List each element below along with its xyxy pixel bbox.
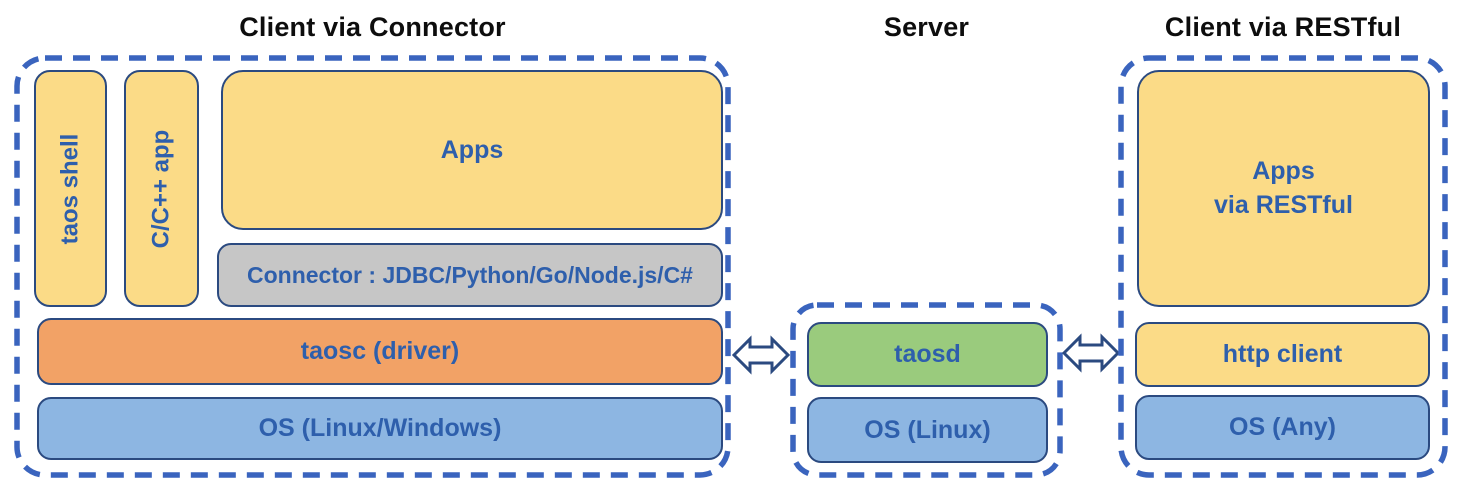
- group-client-via-connector: taos shell C/C++ app Apps Connector : JD…: [14, 55, 731, 478]
- apps-label: Apps: [440, 135, 504, 164]
- box-connector: Connector : JDBC/Python/Go/Node.js/C#: [217, 243, 723, 307]
- dashed-border: [790, 302, 1063, 478]
- group-server: taosd OS (Linux): [790, 302, 1063, 478]
- group-client-via-restful: Apps via RESTful http client OS (Any): [1118, 55, 1448, 478]
- dashed-border: [1118, 55, 1448, 478]
- box-taos-shell: taos shell: [34, 70, 107, 307]
- apps-via-restful-label: Apps via RESTful: [1214, 156, 1353, 219]
- taosc-driver-label: taosc (driver): [300, 337, 460, 365]
- os-linux-label: OS (Linux): [864, 415, 991, 444]
- box-taosd: taosd: [807, 322, 1048, 387]
- os-linux-windows-label: OS (Linux/Windows): [258, 414, 502, 442]
- bidirectional-arrow-icon: [731, 335, 791, 375]
- box-os-linux-windows: OS (Linux/Windows): [37, 397, 723, 460]
- taos-shell-label: taos shell: [56, 133, 84, 244]
- cpp-app-label: C/C++ app: [147, 129, 175, 248]
- title-client-via-restful: Client via RESTful: [1164, 12, 1402, 42]
- box-os-linux: OS (Linux): [807, 397, 1048, 463]
- box-cpp-app: C/C++ app: [124, 70, 199, 307]
- taosd-label: taosd: [894, 340, 961, 368]
- box-http-client: http client: [1135, 322, 1430, 387]
- bidirectional-arrow-icon: [1061, 333, 1121, 373]
- box-taosc-driver: taosc (driver): [37, 318, 723, 385]
- box-apps: Apps: [221, 70, 723, 230]
- os-any-label: OS (Any): [1229, 413, 1336, 441]
- title-client-via-connector: Client via Connector: [239, 12, 506, 42]
- dashed-border: [14, 55, 731, 478]
- http-client-label: http client: [1222, 340, 1343, 368]
- box-os-any: OS (Any): [1135, 395, 1430, 460]
- title-server: Server: [883, 12, 970, 42]
- connector-label: Connector : JDBC/Python/Go/Node.js/C#: [247, 261, 693, 288]
- box-apps-via-restful: Apps via RESTful: [1137, 70, 1430, 307]
